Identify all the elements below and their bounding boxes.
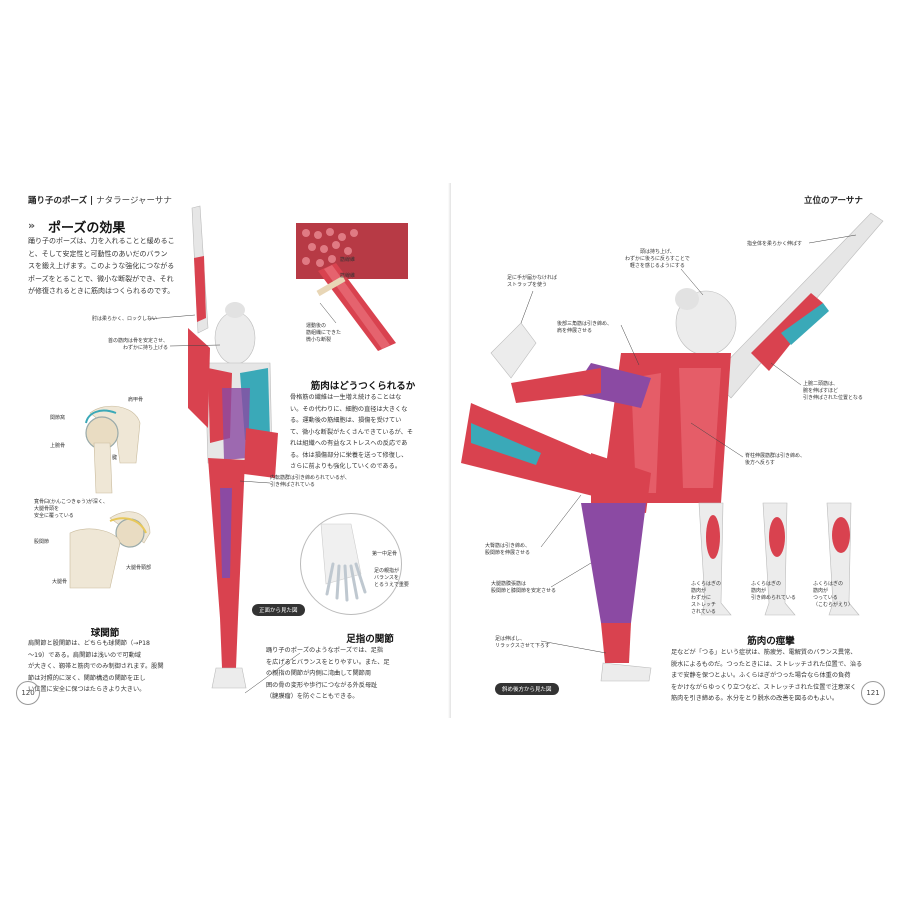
book-spread: 踊り子のポーズ | ナタラージャーサナ » ポーズの効果 踊り子のポーズは、力を… — [0, 183, 900, 718]
joint-illustration — [69, 405, 151, 589]
muscle-section-title: 筋肉はどうつくられるか — [310, 381, 416, 392]
label-myofibril: 筋線維 — [340, 257, 356, 263]
dancer-front-illustration — [188, 205, 278, 689]
label-femoral-neck: 大腿骨頸部 — [126, 565, 152, 571]
label-tfl: 大腿筋膜張筋は 股関節と膝関節を安定させる — [491, 581, 557, 594]
view-label-front: 正面から見た図 — [252, 604, 305, 616]
label-scapula: 肩甲骨 — [128, 397, 144, 403]
label-fascicle: 筋線維 — [340, 273, 356, 279]
ball-joint-text: 肩関節と股関節は、どちらも球関節（→P18 ～19）である。肩関節は浅いので可動… — [28, 640, 164, 693]
muscle-fiber-illustration — [296, 223, 408, 351]
joint-inset: 肩甲骨 関節窩 上腕骨 腱 寛骨臼(かんこつきゅう)が深く、 大腿骨頭を 安全に… — [34, 393, 160, 593]
label-calf-cramp: ふくらはぎの 筋肉が つっている （こむらがえり） — [813, 581, 854, 608]
label-elbow: 肘は柔らかく、ロックしない — [92, 316, 158, 322]
label-erector: 脊柱伸展筋群は引き締め、 後方へ反らす — [745, 453, 806, 466]
right-page: 立位のアーサナ 指全体を柔 — [451, 183, 900, 718]
page-number-right: 121 — [861, 681, 885, 705]
foot-bones-illustration — [320, 523, 367, 602]
foot-section-text: 踊り子のポーズのようなポーズでは、足指 を広げるとバランスをとりやすい。また、足… — [266, 647, 390, 700]
label-acetabulum: 寛骨臼(かんこつきゅう)が深く、 大腿骨頭を 安全に覆っている — [34, 499, 108, 519]
muscle-section-text: 骨格筋の繊維は一生増え続けることはな い。その代わりに、細胞の直径は大きくな る… — [290, 394, 414, 470]
calf-inset — [691, 502, 886, 623]
label-calf-contracted: ふくらはぎの 筋肉が 引き締められている — [751, 581, 796, 601]
header-title: 踊り子のポーズ — [28, 196, 88, 206]
left-page: 踊り子のポーズ | ナタラージャーサナ » ポーズの効果 踊り子のポーズは、力を… — [0, 183, 450, 718]
label-torn-fiber: 運動後の 筋組織にできた 微小な断裂 — [306, 323, 342, 343]
label-calf-stretched: ふくらはぎの 筋肉が わずかに ストレッチ されている — [691, 581, 722, 615]
label-biceps: 上腕二頭筋は、 腕を伸ばすほど 引き伸ばされた位置となる — [803, 381, 863, 401]
muscle-fiber-inset: 筋線維 筋線維 運動後の 筋組織にできた 微小な断裂 — [296, 223, 408, 353]
label-hip-joint: 股関節 — [34, 539, 50, 545]
label-shoulder: 首の筋肉は骨を安定させ、 わずかに持ち上げる — [108, 338, 169, 351]
label-femur: 大腿骨 — [52, 579, 68, 585]
cramp-section-title: 筋肉の痙攣 — [747, 636, 795, 647]
label-strap: 足に手が届かなければ ストラップを使う — [507, 275, 558, 288]
label-gluteus: 大臀筋は引き締め、 股関節を伸展させる — [485, 543, 531, 556]
foot-section-title: 足指の関節 — [346, 634, 394, 645]
header-separator: | — [90, 196, 97, 206]
label-glenoid: 関節窩 — [50, 415, 66, 421]
label-tendon: 腱 — [112, 455, 118, 461]
page-header-right: 立位のアーサナ — [804, 196, 863, 206]
intro-text: 踊り子のポーズは、力を入れることと緩めるこ と、そして安定性と可動性のあいだのバ… — [28, 237, 175, 295]
label-head: 頭は持ち上げ、 わずかに後ろに反らすことで 軽さを感じるようにする — [625, 249, 690, 269]
label-deltoid: 後部三角筋は引き締め、 肩を伸展させる — [557, 321, 613, 334]
label-humerus: 上腕骨 — [50, 443, 66, 449]
header-subtitle: ナタラージャーサナ — [96, 196, 172, 206]
leader-lines-right — [520, 234, 857, 654]
label-fingers: 指全体を柔らかく伸ばす — [747, 241, 803, 247]
cramp-section-text: 足などが「つる」という症状は、筋疲労、電解質のバランス異常、 脱水によるものだ。… — [671, 649, 863, 702]
ball-joint-title: 球関節 — [90, 628, 120, 639]
page-header: 踊り子のポーズ | ナタラージャーサナ — [28, 194, 172, 206]
view-label-back: 斜め後方から見た図 — [495, 683, 559, 695]
section-title: ポーズの効果 — [48, 221, 126, 236]
calf-illustration — [698, 502, 860, 616]
label-adductor: 内転筋群は引き締められているが、 引き伸ばされている — [270, 475, 350, 488]
chevron-right-icon: » — [28, 219, 36, 232]
dancer-back-illustration — [461, 212, 884, 682]
label-foot: 足は伸ばし、 リラックスさせて下ろす — [495, 636, 550, 649]
page-number-left: 120 — [16, 681, 40, 705]
label-big-toe: 足の親指が バランスを とるうえで重要 — [374, 568, 409, 588]
label-first-metatarsal: 第一中足骨 — [372, 551, 398, 557]
foot-inset — [300, 513, 402, 615]
